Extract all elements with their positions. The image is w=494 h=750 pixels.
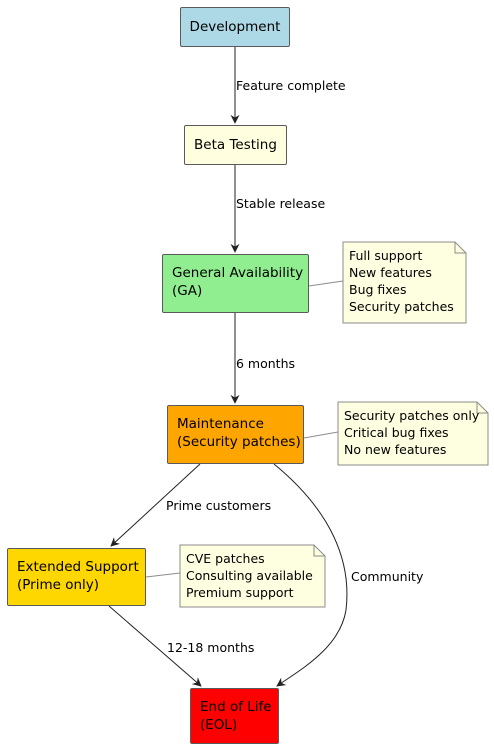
edge-label-feature-complete: Feature complete [236,78,346,93]
node-eol-label-line2: (EOL) [200,717,238,733]
note-extended: CVE patches Consulting available Premium… [180,545,325,607]
node-development: Development [180,7,290,47]
note-extended-line: Consulting available [186,568,313,583]
note-connector-ga [308,280,344,287]
edge-label-prime-customers: Prime customers [166,498,272,513]
note-shape-extended [179,544,326,608]
edge-extended-to-eol [108,605,202,687]
node-extended-label-line2: (Prime only) [17,577,100,593]
edge-maintenance-to-extended [110,463,201,547]
node-maintenance-label-line1: Maintenance [177,416,264,432]
node-extended-support: Extended Support (Prime only) [7,548,146,606]
note-extended-line: CVE patches [186,551,265,566]
node-eol-label-line1: End of Life [200,699,272,715]
note-ga-line: Bug fixes [349,282,407,297]
note-ga-line: Full support [349,248,423,263]
note-shape-ga [342,241,467,324]
node-ga-label-line1: General Availability [172,265,304,281]
node-beta-testing-label: Beta Testing [194,137,277,153]
node-ga-label-line2: (GA) [172,283,203,299]
node-maintenance: Maintenance (Security patches) [167,405,304,464]
note-maintenance-line: No new features [344,442,447,457]
edge-label-12-18-months: 12-18 months [167,640,255,655]
note-ga: Full support New features Bug fixes Secu… [343,242,466,323]
note-ga-line: New features [349,265,432,280]
edge-label-community: Community [351,569,424,584]
note-maintenance-line: Critical bug fixes [344,425,449,440]
node-development-label: Development [189,19,281,35]
node-extended-label-line1: Extended Support [17,559,139,575]
note-connector-maintenance [303,431,339,439]
note-connector-extended [145,572,181,578]
node-beta-testing: Beta Testing [184,125,287,165]
edge-label-6-months: 6 months [236,356,296,371]
note-maintenance-line: Security patches only [344,408,480,423]
node-maintenance-label-line2: (Security patches) [177,434,301,450]
note-shape-maintenance [337,401,489,466]
note-extended-line: Premium support [186,585,294,600]
node-general-availability: General Availability (GA) [162,254,309,313]
node-end-of-life: End of Life (EOL) [190,688,279,744]
note-maintenance: Security patches only Critical bug fixes… [338,402,488,465]
note-ga-line: Security patches [349,299,454,314]
edge-label-stable-release: Stable release [236,196,326,211]
edge-maintenance-to-eol [273,463,348,687]
